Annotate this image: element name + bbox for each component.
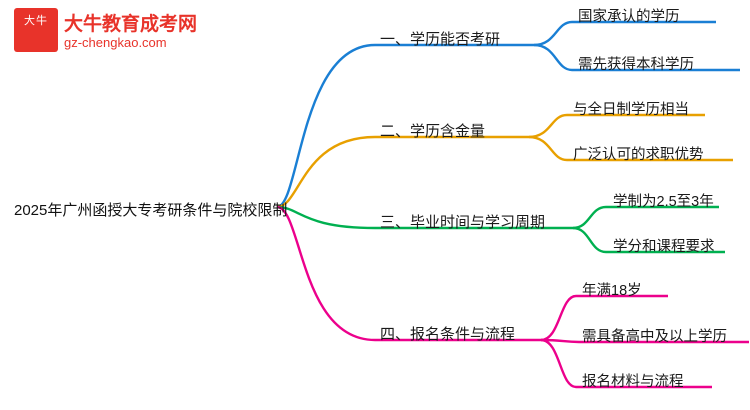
mindmap-branch-3-leaf-1-label: 学制为2.5至3年	[613, 194, 714, 210]
connector-branch-1-to-leaf-1	[533, 20, 716, 47]
mindmap-branch-4-leaf-1-label: 年满18岁	[582, 283, 642, 299]
connector-root-to-branch-3	[276, 205, 376, 230]
mindmap-branch-2-leaf-1-label: 与全日制学历相当	[573, 102, 689, 118]
connector-branch-4-to-leaf-1	[540, 294, 668, 342]
logo-mark-icon: 大牛	[14, 8, 58, 52]
mindmap-branch-1-label: 一、学历能否考研	[380, 31, 501, 48]
site-logo[interactable]: 大牛 大牛教育成考网 gz-chengkao.com	[14, 8, 197, 56]
mindmap-branch-4-leaf-3-label: 报名材料与流程	[582, 374, 684, 390]
connector-branch-2-to-leaf-1	[528, 113, 705, 139]
connector-branch-1-to-leaf-2	[533, 43, 740, 72]
connector-branch-3-to-leaf-2	[572, 226, 725, 254]
mindmap-root-label: 2025年广州函授大专考研条件与院校限制	[14, 202, 288, 219]
connector-root-to-branch-1	[276, 43, 376, 209]
logo-title: 大牛教育成考网	[64, 14, 198, 35]
connector-branch-3-to-leaf-1	[572, 205, 719, 230]
connector-root-to-branch-4	[276, 205, 376, 342]
connector-branch-4-to-leaf-3	[540, 338, 712, 389]
connector-branch-4-to-leaf-2	[540, 338, 749, 344]
logo-subtitle: gz-chengkao.com	[64, 35, 167, 50]
mindmap-branch-3-label: 三、毕业时间与学习周期	[380, 214, 546, 231]
mindmap-branch-2-leaf-2-label: 广泛认可的求职优势	[573, 147, 704, 163]
mindmap-branch-4-leaf-2-label: 需具备高中及以上学历	[582, 329, 727, 345]
connector-branch-2-to-leaf-2	[528, 135, 733, 162]
mindmap-branch-1-leaf-2-label: 需先获得本科学历	[578, 57, 694, 73]
mindmap-branch-3-leaf-2-label: 学分和课程要求	[613, 239, 715, 255]
mindmap-branch-2-label: 二、学历含金量	[380, 123, 486, 140]
mindmap-branch-4-label: 四、报名条件与流程	[380, 326, 516, 343]
connector-root-to-branch-2	[276, 135, 376, 209]
mindmap-branch-1-leaf-1-label: 国家承认的学历	[578, 9, 680, 25]
